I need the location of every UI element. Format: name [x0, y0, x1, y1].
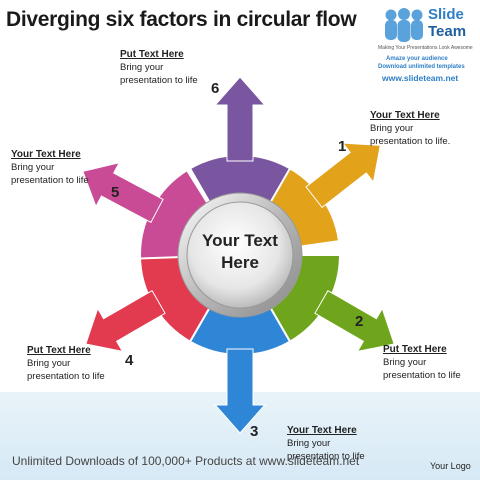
- footer-text: Unlimited Downloads of 100,000+ Products…: [12, 454, 360, 468]
- logo-word-slide: Slide: [428, 6, 464, 23]
- segment-6-arrow: [214, 76, 266, 162]
- segment-number-4: 4: [125, 352, 134, 369]
- segment-number-5: 5: [111, 184, 120, 201]
- callout-1-body1: Bring your: [370, 123, 414, 134]
- segment-number-1: 1: [338, 138, 347, 155]
- segment-number-2: 2: [355, 313, 364, 330]
- people-icon: [385, 8, 423, 42]
- callout-5-heading: Your Text Here: [11, 149, 81, 160]
- segment-2-arrow: [314, 290, 395, 353]
- callout-6-heading: Put Text Here: [120, 49, 184, 60]
- center-label-line1: Your Text: [202, 231, 278, 250]
- segment-number-3: 3: [250, 423, 259, 440]
- callout-1-body2: presentation to life.: [370, 136, 451, 147]
- segment-3-arrow: [214, 348, 266, 434]
- segment-4-arrow: [85, 290, 166, 353]
- callout-4: Put Text Here Bring your presentation to…: [27, 344, 105, 383]
- callout-3-heading: Your Text Here: [287, 425, 357, 436]
- callout-3-body2: presentation to life: [287, 451, 365, 462]
- logo-line1: Amaze your audience: [386, 56, 448, 62]
- callout-1: Your Text Here Bring your presentation t…: [370, 109, 450, 148]
- segment-number-6: 6: [211, 80, 220, 97]
- callout-5-body2: presentation to life: [11, 175, 89, 186]
- callout-4-body1: Bring your: [27, 358, 71, 369]
- callout-4-heading: Put Text Here: [27, 345, 91, 356]
- callout-6-body2: presentation to life: [120, 75, 198, 86]
- callout-5-body1: Bring your: [11, 162, 55, 173]
- callout-2: Put Text Here Bring your presentation to…: [383, 343, 461, 382]
- callout-3-body1: Bring your: [287, 438, 331, 449]
- callout-4-body2: presentation to life: [27, 371, 105, 382]
- logo-tagline: Making Your Presentations Look Awesome: [378, 45, 473, 51]
- callout-2-body2: presentation to life: [383, 370, 461, 381]
- center-disc: [186, 201, 294, 309]
- slideteam-logo: Slide Team Making Your Presentations Loo…: [378, 4, 476, 84]
- callout-3: Your Text Here Bring your presentation t…: [287, 424, 365, 463]
- callout-1-heading: Your Text Here: [370, 110, 440, 121]
- logo-line2: Download unlimited templates: [378, 64, 465, 70]
- page-title: Diverging six factors in circular flow: [6, 8, 357, 31]
- callout-2-heading: Put Text Here: [383, 344, 447, 355]
- callout-6: Put Text Here Bring your presentation to…: [120, 48, 198, 87]
- logo-url: www.slideteam.net: [382, 73, 459, 83]
- your-logo-label: Your Logo: [430, 461, 471, 471]
- center-label: Your Text Here: [190, 230, 290, 274]
- callout-2-body1: Bring your: [383, 357, 427, 368]
- center-label-line2: Here: [221, 253, 259, 272]
- logo-word-team: Team: [428, 23, 467, 40]
- segment-5-arrow: [82, 162, 164, 224]
- callout-5: Your Text Here Bring your presentation t…: [11, 148, 89, 187]
- callout-6-body1: Bring your: [120, 62, 164, 73]
- segment-1-arrow: [305, 142, 381, 209]
